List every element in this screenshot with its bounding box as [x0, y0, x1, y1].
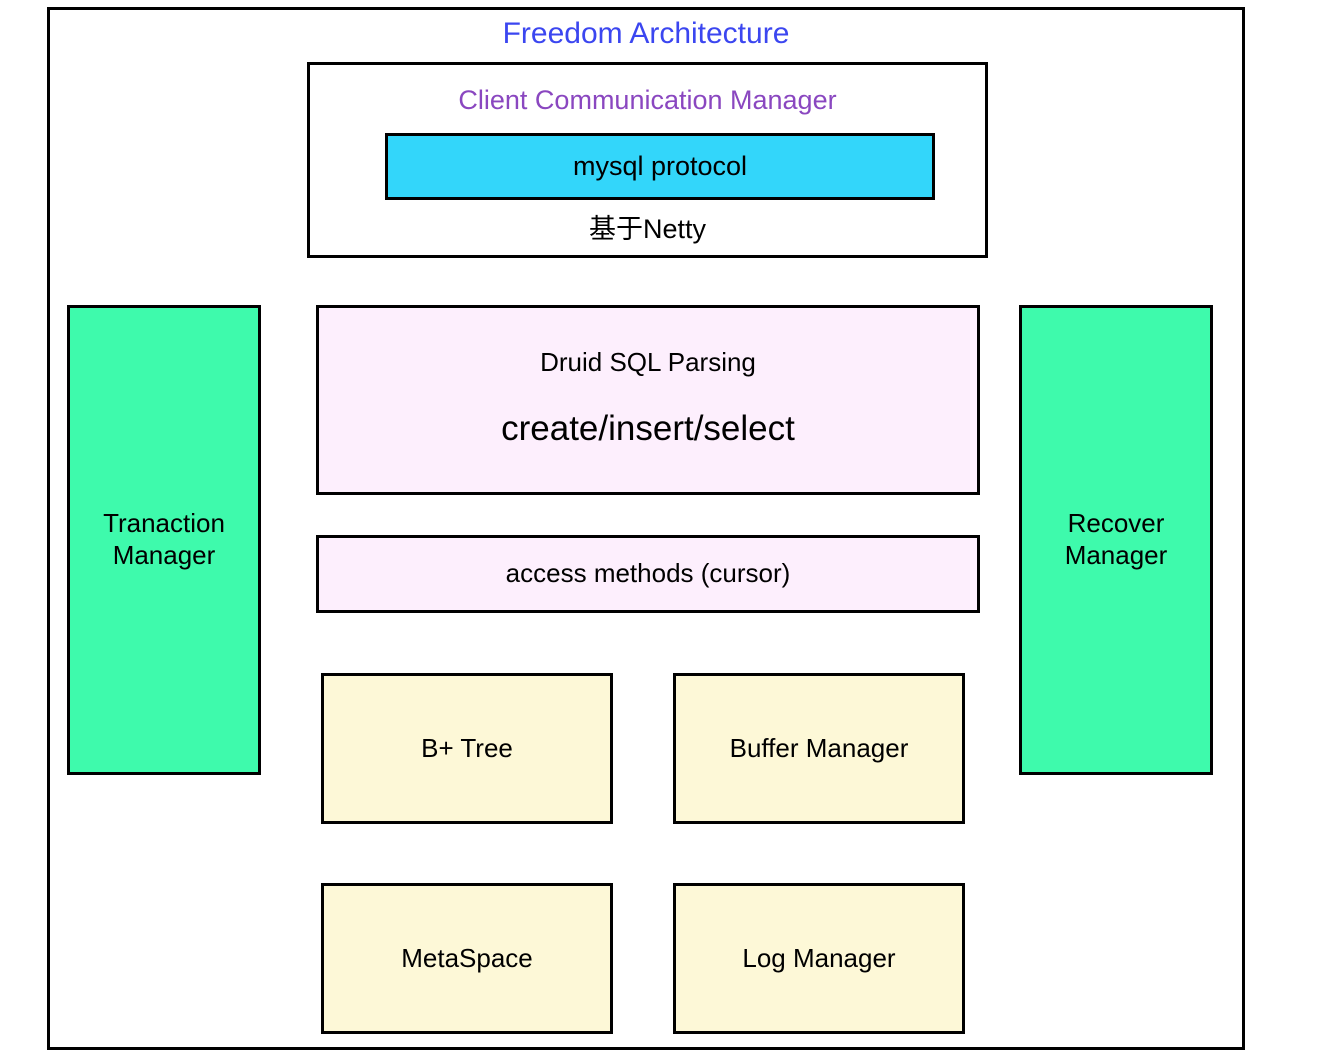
log-manager-label: Log Manager — [742, 942, 896, 973]
log-manager-box[interactable]: Log Manager — [673, 883, 965, 1034]
buffer-manager-box[interactable]: Buffer Manager — [673, 673, 965, 824]
buffer-manager-label: Buffer Manager — [729, 732, 909, 763]
access-methods-label: access methods (cursor) — [505, 558, 791, 589]
btree-box[interactable]: B+ Tree — [321, 673, 613, 824]
access-methods-box[interactable]: access methods (cursor) — [316, 535, 980, 613]
transaction-manager-label: Tranaction Manager — [103, 508, 225, 570]
recover-manager-box[interactable]: Recover Manager — [1019, 305, 1213, 775]
mysql-protocol-label: mysql protocol — [572, 151, 748, 182]
netty-note: 基于Netty — [588, 214, 707, 244]
client-communication-manager-panel: Client Communication Manager — [307, 62, 988, 258]
mysql-protocol-box[interactable]: mysql protocol — [385, 133, 935, 200]
page-title: Freedom Architecture — [502, 17, 790, 50]
metaspace-label: MetaSpace — [401, 942, 533, 973]
transaction-manager-box[interactable]: Tranaction Manager — [67, 305, 261, 775]
druid-sql-parsing-title: Druid SQL Parsing — [540, 347, 756, 377]
recover-manager-label: Recover Manager — [1064, 508, 1168, 570]
druid-sql-parsing-box[interactable]: Druid SQL Parsing create/insert/select — [316, 305, 980, 495]
metaspace-box[interactable]: MetaSpace — [321, 883, 613, 1034]
druid-sql-operations-label: create/insert/select — [501, 409, 795, 448]
client-communication-manager-title: Client Communication Manager — [458, 85, 837, 115]
btree-label: B+ Tree — [421, 732, 513, 763]
